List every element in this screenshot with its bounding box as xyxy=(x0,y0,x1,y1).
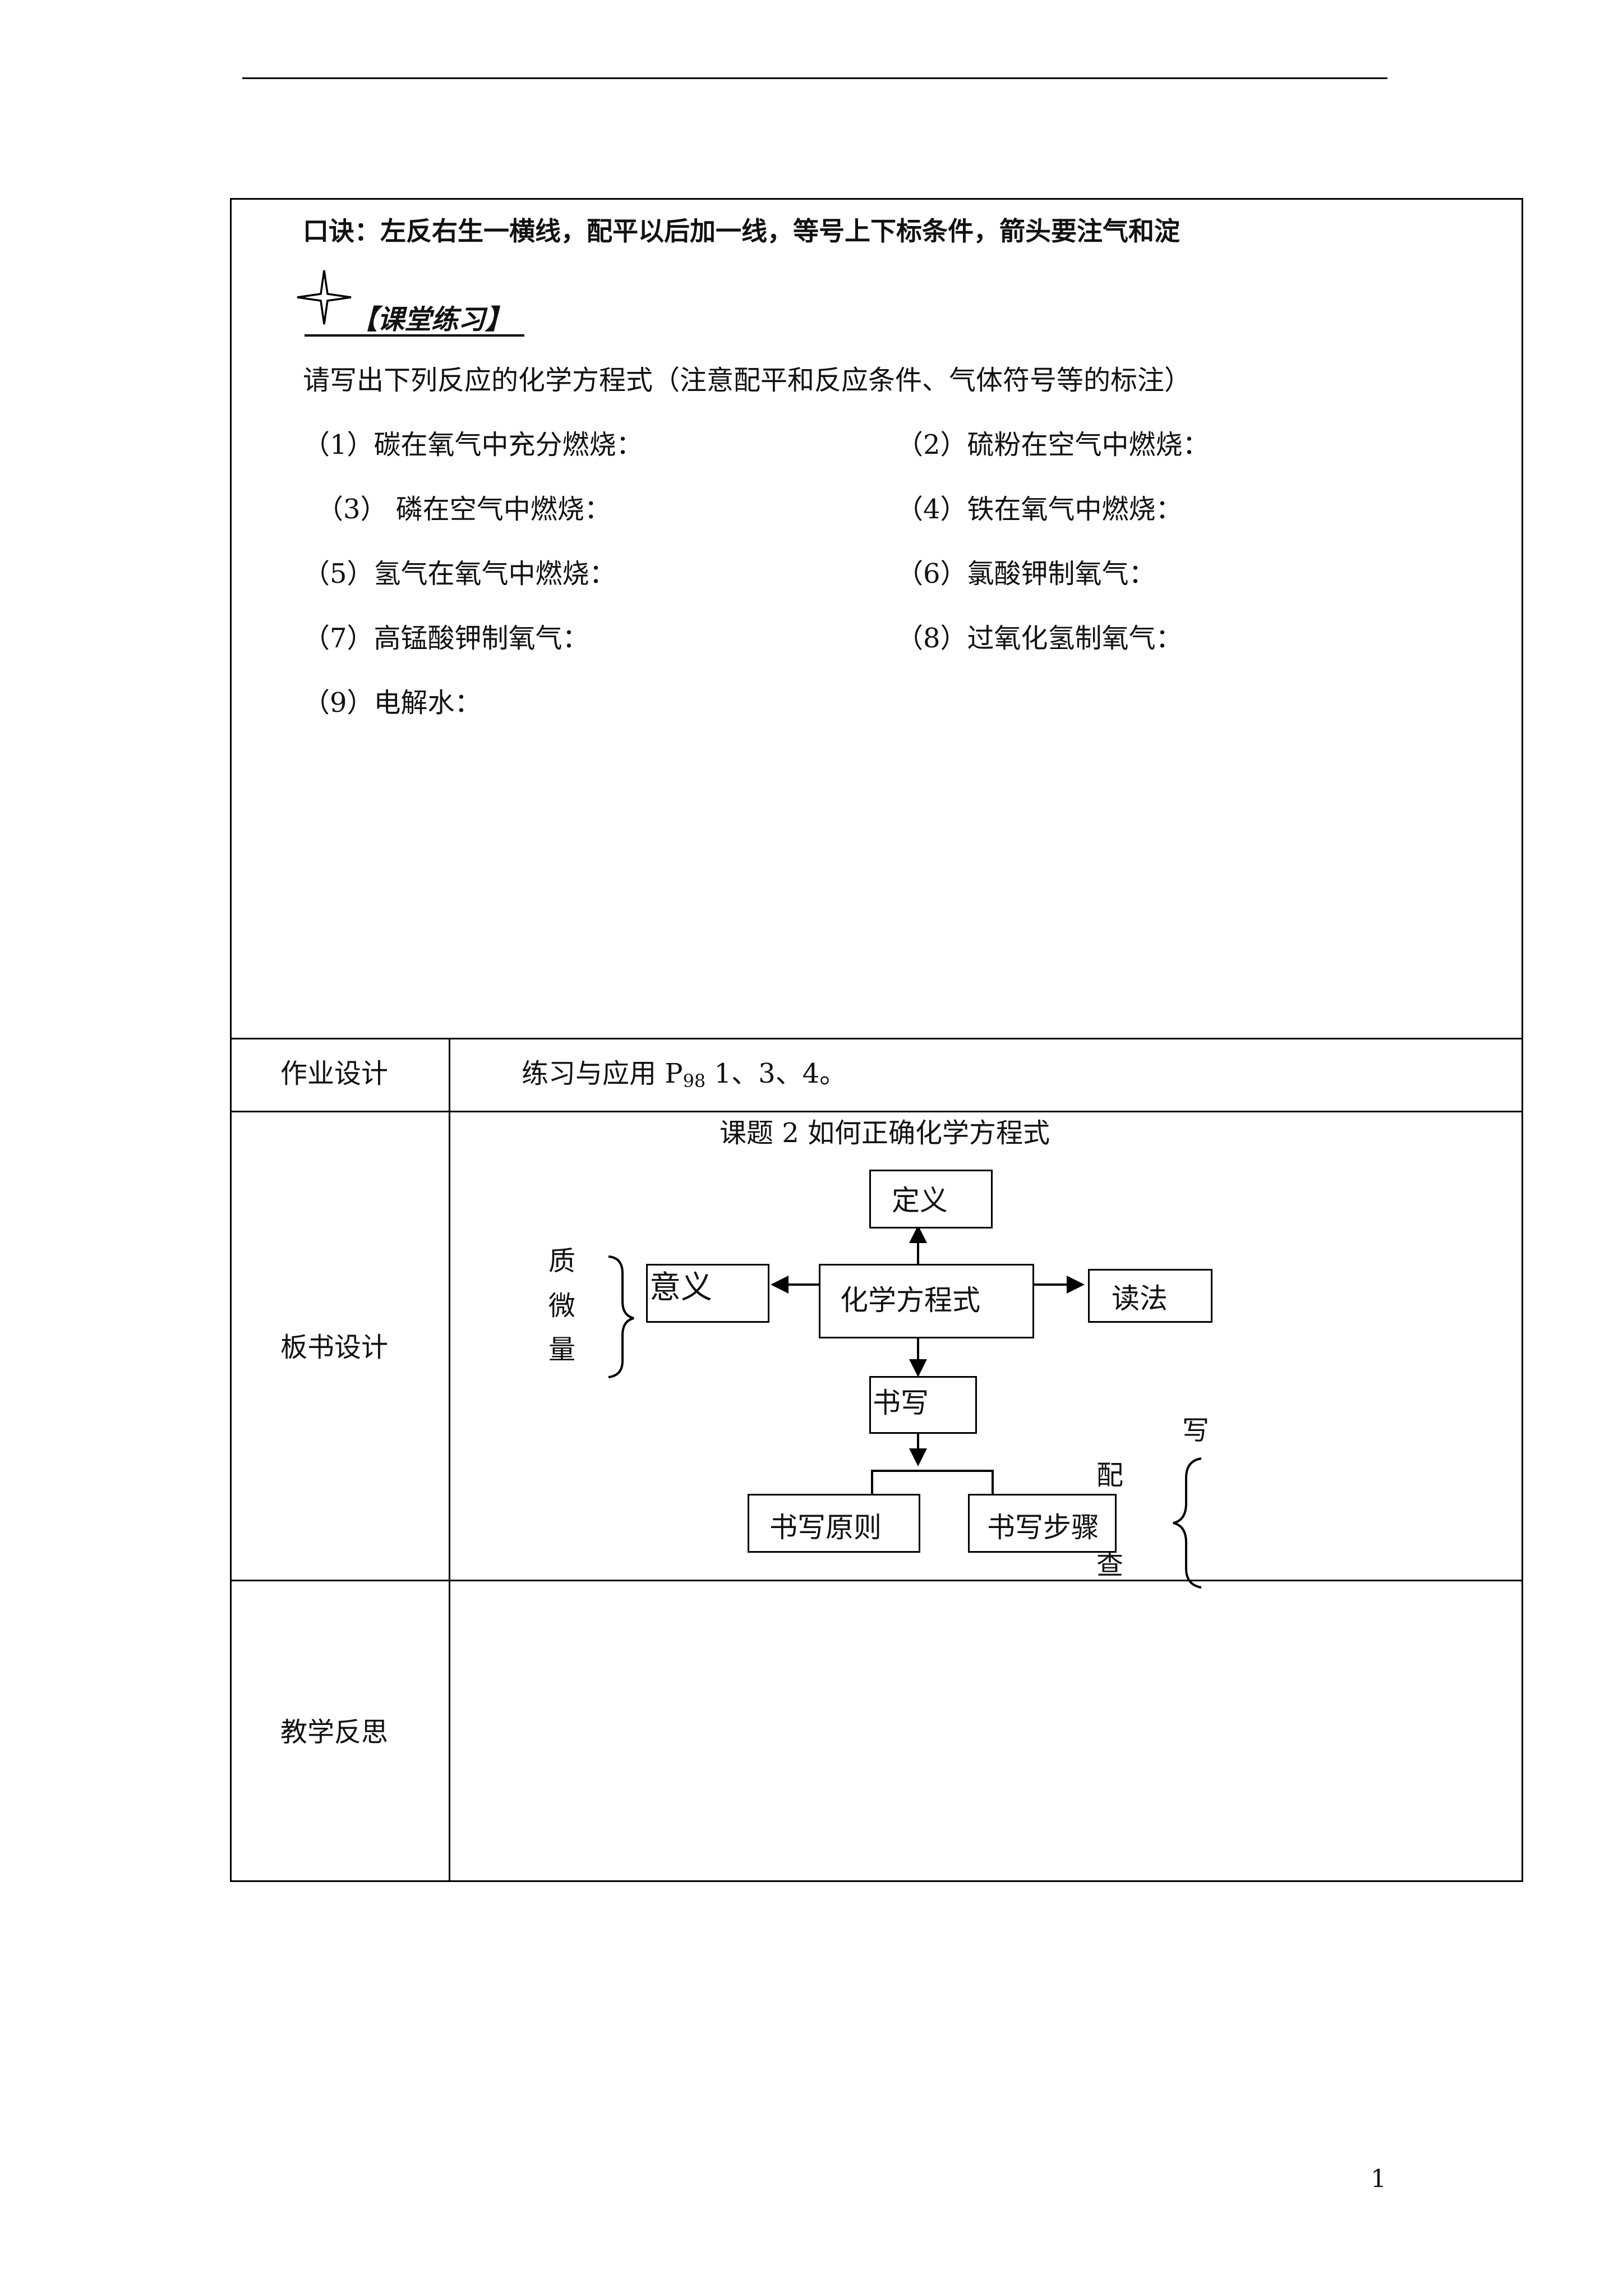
list-item: （8）过氧化氢制氧气： xyxy=(896,623,1183,654)
principles-label: 书写原则 xyxy=(769,1511,882,1544)
practice-heading-underline xyxy=(305,334,524,337)
board-title: 课题 2 如何正确化学方程式 xyxy=(720,1117,1050,1149)
board-label: 板书设计 xyxy=(280,1332,389,1363)
step-char-check: 查 xyxy=(1096,1549,1124,1581)
page-number: 1 xyxy=(1371,2165,1386,2193)
list-item: （7）高锰酸钾制氧气： xyxy=(303,623,589,654)
branch-line xyxy=(871,1470,994,1495)
list-item: （5）氢气在氧气中燃烧： xyxy=(303,558,616,590)
list-item: （9）电解水： xyxy=(303,687,482,719)
list-item: （1）碳在氧气中充分燃烧： xyxy=(303,429,643,461)
list-item: （3） 磷在空气中燃烧： xyxy=(316,494,611,525)
practice-heading: 【课堂练习】 xyxy=(351,304,513,335)
meaning-char-quantity: 量 xyxy=(548,1334,576,1365)
header-rule xyxy=(242,77,1387,79)
mnemonic-text: 口诀：左反右生一横线，配平以后加一线，等号上下标条件，箭头要注气和淀 xyxy=(303,216,1180,246)
center-label: 化学方程式 xyxy=(840,1284,980,1317)
list-item: （6）氯酸钾制氧气： xyxy=(896,558,1156,590)
writing-box xyxy=(869,1376,977,1434)
writing-label: 书写 xyxy=(873,1387,929,1419)
steps-brace xyxy=(1173,1457,1202,1589)
principles-box xyxy=(748,1494,920,1553)
meaning-char-quality: 质 xyxy=(548,1245,576,1277)
step-char-write: 写 xyxy=(1182,1415,1210,1446)
reading-box xyxy=(1088,1269,1212,1323)
step-char-balance: 配 xyxy=(1096,1460,1124,1491)
sparkle-icon xyxy=(297,270,352,325)
list-item: （2）硫粉在空气中燃烧： xyxy=(896,429,1210,461)
meaning-char-micro: 微 xyxy=(548,1290,576,1322)
practice-instruction: 请写出下列反应的化学方程式（注意配平和反应条件、气体符号等的标注） xyxy=(303,365,1192,396)
homework-label: 作业设计 xyxy=(280,1058,389,1089)
list-item: （4）铁在氧气中燃烧： xyxy=(896,494,1183,525)
steps-box xyxy=(968,1494,1117,1553)
definition-box xyxy=(869,1170,993,1228)
definition-label: 定义 xyxy=(892,1184,948,1217)
meaning-box xyxy=(646,1264,769,1323)
meaning-label: 意义 xyxy=(649,1269,712,1306)
steps-label: 书写步骤 xyxy=(987,1511,1099,1544)
homework-text: 练习与应用 P98 1、3、4。 xyxy=(522,1058,847,1092)
meaning-brace xyxy=(608,1255,634,1378)
reflection-label: 教学反思 xyxy=(280,1717,389,1748)
center-box xyxy=(819,1264,1034,1338)
reading-label: 读法 xyxy=(1112,1282,1168,1315)
